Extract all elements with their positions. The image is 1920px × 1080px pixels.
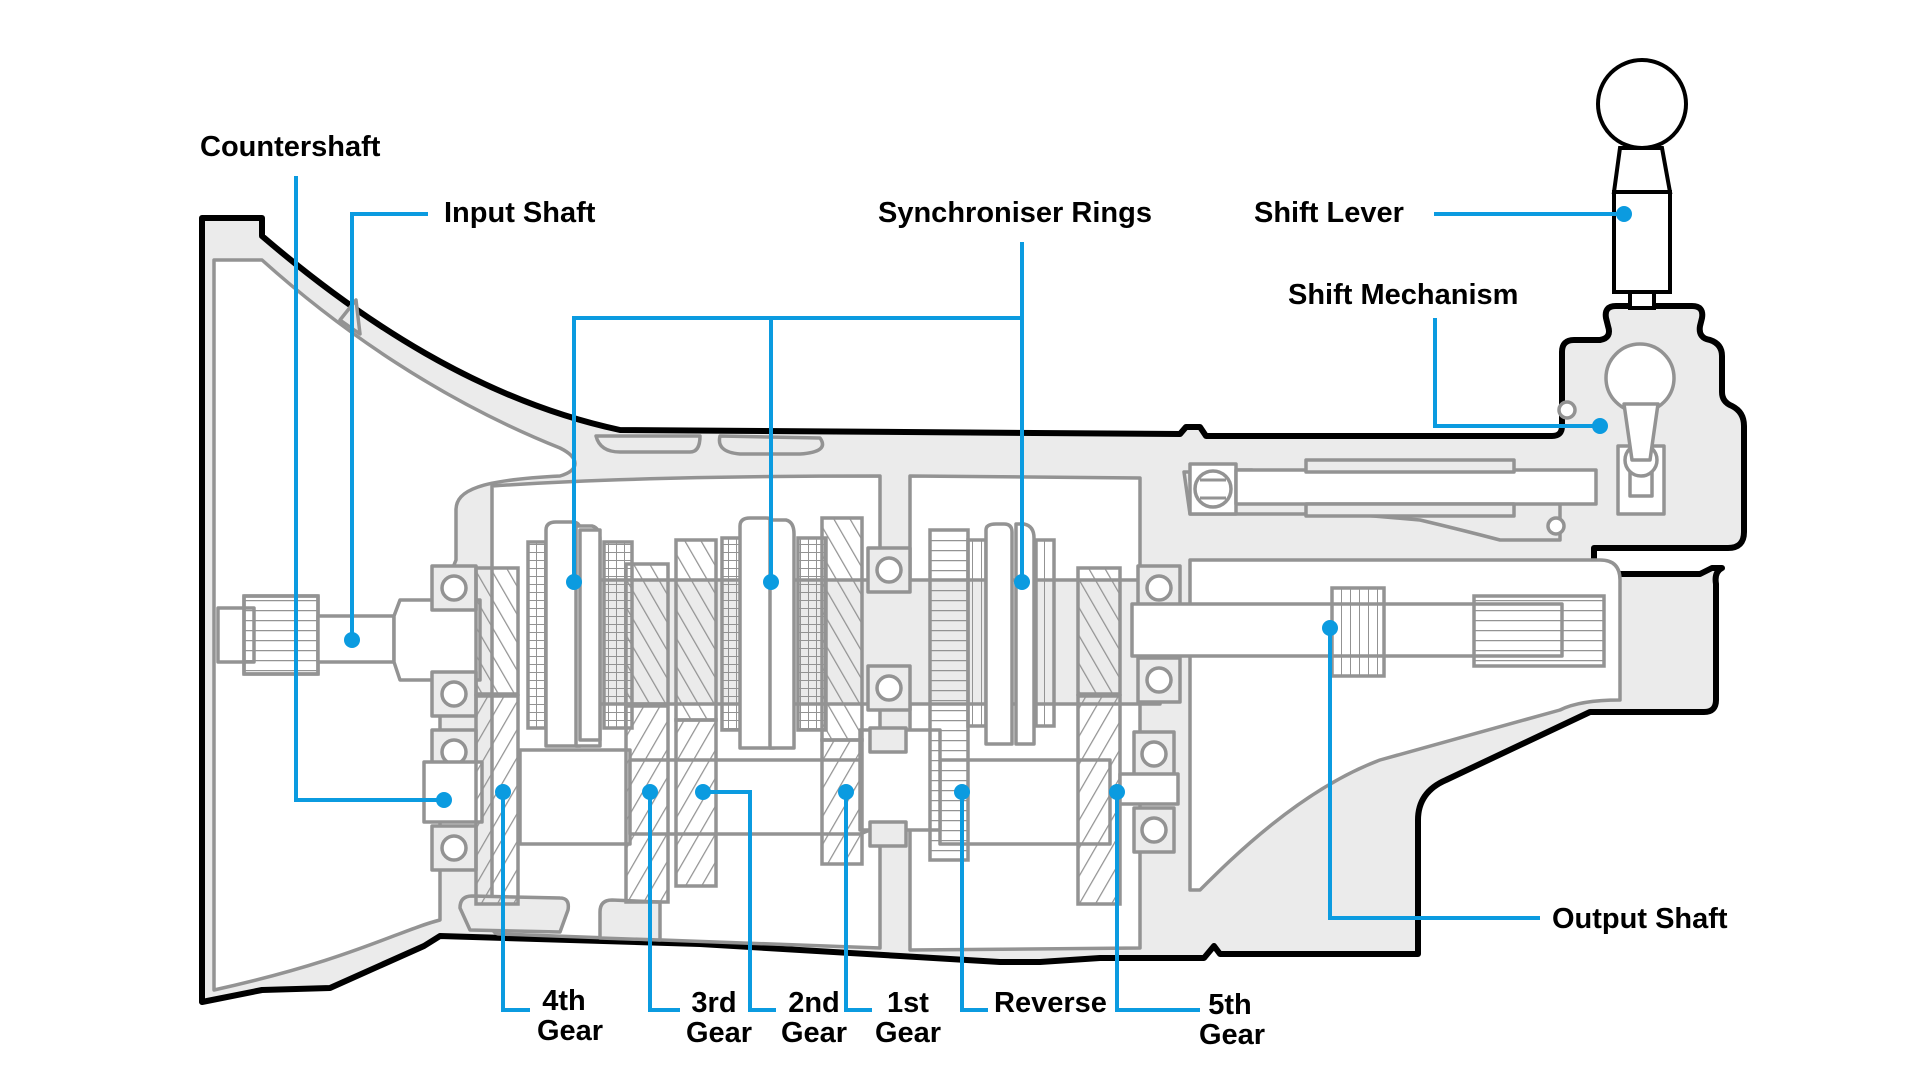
callout-dot-1st-gear [838, 784, 854, 800]
label-3rd-gear-line1: 3rd [691, 987, 736, 1019]
label-shift-mechanism: Shift Mechanism [1288, 279, 1518, 311]
callout-3rd-gear [648, 792, 680, 1012]
4th-gear-lower [474, 694, 520, 906]
callout-input-shaft [350, 212, 428, 640]
callout-dot-3rd-gear [642, 784, 658, 800]
label-2nd-gear-line2: Gear [781, 1017, 847, 1049]
callout-2nd-gear [703, 790, 776, 1012]
callout-countershaft [294, 176, 444, 802]
3rd-gear-lower [624, 704, 670, 904]
callout-dot-2nd-gear [695, 784, 711, 800]
callouts [294, 176, 1632, 1012]
callout-dot-shift-mechanism [1592, 418, 1608, 434]
5th-gear-upper [1076, 566, 1122, 696]
shift-lever-assembly [1596, 58, 1688, 310]
input-shaft-assembly [216, 594, 482, 682]
label-reverse-gear: Reverse [994, 987, 1107, 1019]
callout-dot-input-shaft [344, 632, 360, 648]
label-shift-lever: Shift Lever [1254, 197, 1404, 229]
2nd-gear-upper [674, 538, 718, 722]
callout-reverse-gear [960, 792, 988, 1012]
5th-gear-lower [1076, 694, 1122, 906]
callout-dot-4th-gear [495, 784, 511, 800]
callout-dot-output-shaft [1322, 620, 1338, 636]
labels: Countershaft Input Shaft Synchroniser Ri… [200, 131, 1728, 1051]
label-input-shaft: Input Shaft [444, 197, 596, 229]
callout-dot-countershaft [436, 792, 452, 808]
callout-5th-gear [1115, 792, 1200, 1012]
label-3rd-gear-line2: Gear [686, 1017, 752, 1049]
callout-output-shaft [1328, 628, 1540, 920]
label-synchroniser-rings: Synchroniser Rings [878, 197, 1152, 229]
label-1st-gear-line1: 1st [887, 987, 929, 1019]
shift-rail-assembly [1188, 342, 1676, 536]
callout-dot-sync-3 [1014, 574, 1030, 590]
label-output-shaft: Output Shaft [1552, 903, 1728, 935]
label-2nd-gear-line1: 2nd [788, 987, 840, 1019]
4th-gear-upper [474, 566, 520, 696]
gear-set [474, 516, 1182, 906]
label-4th-gear-line1: 4th [542, 985, 586, 1017]
callout-shift-mechanism [1433, 318, 1600, 428]
1st-gear-upper [820, 516, 864, 742]
callout-dot-sync-2 [763, 574, 779, 590]
3rd-gear-upper [624, 562, 670, 706]
callout-dot-shift-lever [1616, 206, 1632, 222]
callout-4th-gear [501, 792, 530, 1012]
label-4th-gear-line2: Gear [537, 1015, 603, 1047]
label-1st-gear-line2: Gear [875, 1017, 941, 1049]
label-countershaft: Countershaft [200, 131, 381, 163]
label-5th-gear-line1: 5th [1208, 989, 1252, 1021]
callout-dot-sync-1 [566, 574, 582, 590]
label-5th-gear-line2: Gear [1199, 1019, 1265, 1051]
output-shaft-assembly [1130, 586, 1606, 678]
callout-dot-reverse-gear [954, 784, 970, 800]
2nd-gear-lower [674, 718, 718, 888]
callout-sync-rings [572, 242, 1024, 582]
1st-gear-lower [820, 738, 864, 866]
callout-1st-gear [844, 792, 872, 1012]
callout-dot-5th-gear [1109, 784, 1125, 800]
